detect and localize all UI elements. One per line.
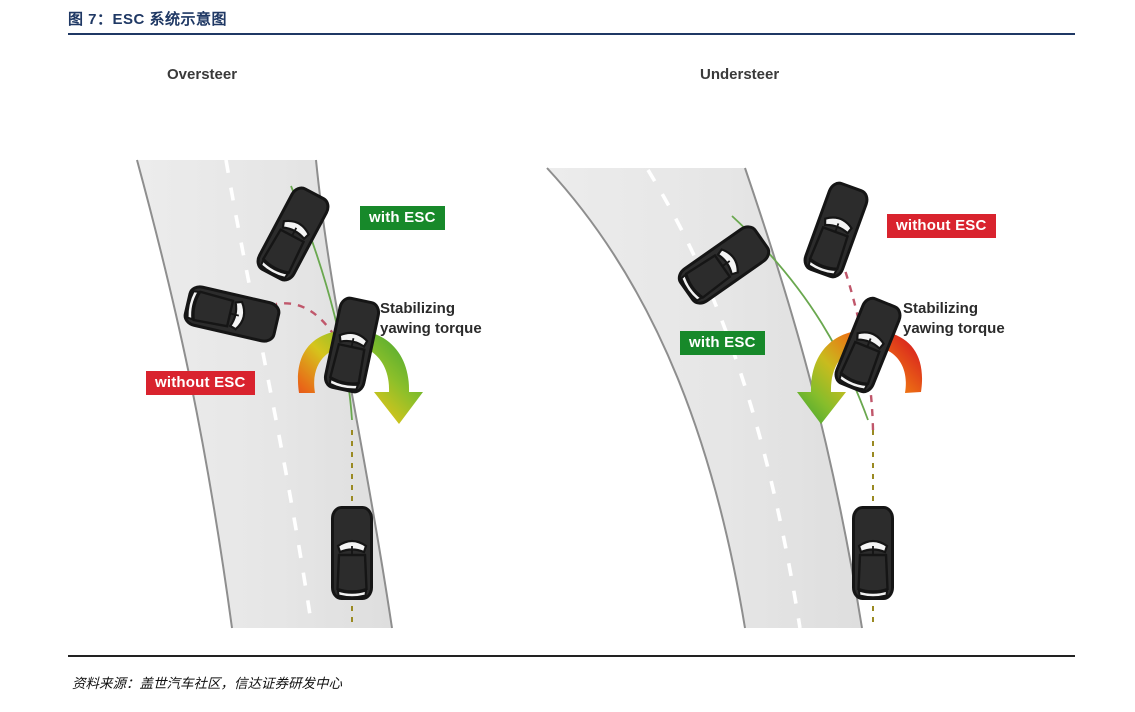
yawing-torque-arrow-oversteer [297, 330, 423, 424]
panel-heading-understeer: Understeer [700, 66, 780, 83]
badge-without-esc-understeer: without ESC [887, 214, 996, 238]
source-note: 资料来源：盖世汽车社区，信达证券研发中心 [72, 676, 342, 691]
torque-label-line1: Stabilizing [903, 300, 978, 317]
road-surface-understeer [547, 168, 862, 628]
torque-label-oversteer: Stabilizing yawing torque [380, 299, 482, 339]
car-outer-understeer [800, 179, 872, 281]
understeer-panel-graphics [546, 167, 923, 629]
torque-label-line2: yawing torque [380, 319, 482, 337]
road-edge-right-understeer [744, 167, 863, 629]
car-bottom-understeer [852, 506, 894, 600]
car-bottom-oversteer [331, 506, 373, 600]
torque-label-understeer: Stabilizing yawing torque [903, 299, 1005, 339]
yawing-torque-arrow-understeer [797, 330, 923, 424]
road-edge-left-understeer [546, 167, 746, 629]
without-esc-path-understeer [839, 257, 875, 431]
lane-divider-understeer [646, 169, 802, 629]
lane-divider-oversteer [224, 159, 314, 629]
torque-label-line2: yawing torque [903, 319, 1005, 337]
badge-without-esc-oversteer: without ESC [146, 371, 255, 395]
page-title: 图 7：ESC 系统示意图 [68, 11, 228, 28]
source-divider [68, 655, 1075, 657]
title-divider [68, 33, 1075, 35]
badge-with-esc-understeer: with ESC [680, 331, 765, 355]
badge-with-esc-oversteer: with ESC [360, 206, 445, 230]
oversteer-panel-graphics [136, 159, 423, 629]
panel-heading-oversteer: Oversteer [167, 66, 238, 83]
road-surface-oversteer [137, 160, 392, 628]
torque-label-line1: Stabilizing [380, 300, 455, 317]
